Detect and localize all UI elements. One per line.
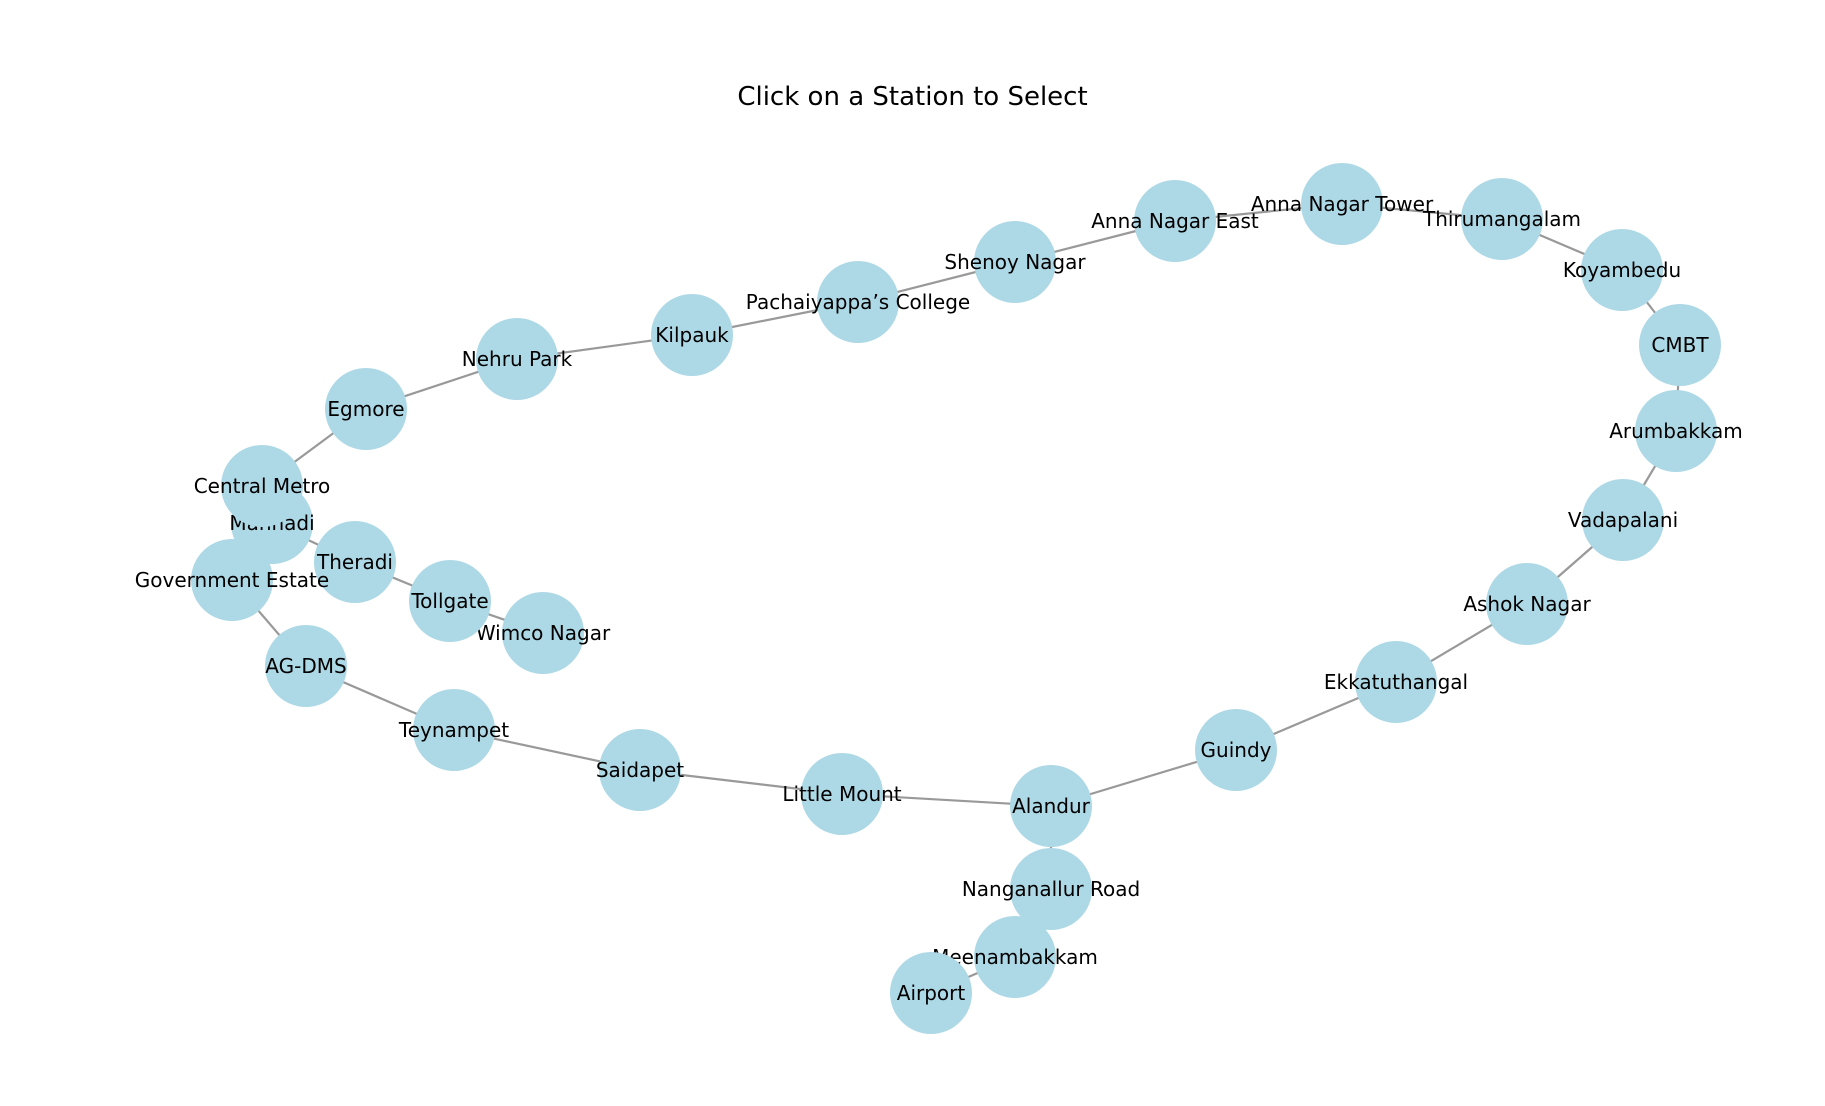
station-node-egmore[interactable]: Egmore — [325, 368, 407, 450]
station-node-meenambakkam[interactable]: Meenambakkam — [932, 916, 1098, 998]
station-node-alandur[interactable]: Alandur — [1010, 765, 1092, 847]
station-label: Ekkatuthangal — [1324, 670, 1468, 694]
station-circle[interactable] — [265, 625, 347, 707]
station-label: Egmore — [327, 397, 404, 421]
station-circle[interactable] — [1635, 390, 1717, 472]
station-circle[interactable] — [1639, 304, 1721, 386]
station-node-teynampet[interactable]: Teynampet — [398, 689, 509, 771]
station-label: Saidapet — [596, 758, 684, 782]
station-node-nehru-park[interactable]: Nehru Park — [462, 318, 573, 400]
station-circle[interactable] — [974, 221, 1056, 303]
station-circle[interactable] — [476, 318, 558, 400]
station-circle[interactable] — [817, 261, 899, 343]
station-node-anna-nagar-east[interactable]: Anna Nagar East — [1091, 180, 1259, 262]
station-circle[interactable] — [1010, 848, 1092, 930]
station-node-vadapalani[interactable]: Vadapalani — [1568, 479, 1678, 561]
station-label: Nehru Park — [462, 347, 573, 371]
station-circle[interactable] — [191, 539, 273, 621]
station-circle[interactable] — [599, 729, 681, 811]
station-node-little-mount[interactable]: Little Mount — [782, 753, 902, 835]
station-node-guindy[interactable]: Guindy — [1195, 709, 1277, 791]
station-circle[interactable] — [1582, 479, 1664, 561]
station-label: Airport — [897, 981, 966, 1005]
station-circle[interactable] — [1195, 709, 1277, 791]
station-node-cmbt[interactable]: CMBT — [1639, 304, 1721, 386]
station-circle[interactable] — [1301, 163, 1383, 245]
station-label: Vadapalani — [1568, 508, 1678, 532]
station-node-tollgate[interactable]: Tollgate — [409, 560, 491, 642]
station-label: Nanganallur Road — [962, 877, 1140, 901]
station-circle[interactable] — [1355, 641, 1437, 723]
station-label: Shenoy Nagar — [944, 250, 1086, 274]
station-node-ashok-nagar[interactable]: Ashok Nagar — [1463, 563, 1591, 645]
station-label: Little Mount — [782, 782, 901, 806]
station-label: Wimco Nagar — [476, 621, 611, 645]
station-label: Tollgate — [410, 589, 488, 613]
station-label: Anna Nagar East — [1091, 209, 1259, 233]
station-node-koyambedu[interactable]: Koyambedu — [1563, 229, 1681, 311]
station-label: AG-DMS — [265, 654, 346, 678]
station-circle[interactable] — [1461, 178, 1543, 260]
station-circle[interactable] — [502, 592, 584, 674]
station-circle[interactable] — [413, 689, 495, 771]
station-label: Pachaiyappa’s College — [746, 290, 970, 314]
station-circle[interactable] — [890, 952, 972, 1034]
station-circle[interactable] — [1134, 180, 1216, 262]
station-node-ag-dms[interactable]: AG-DMS — [265, 625, 347, 707]
station-circle[interactable] — [325, 368, 407, 450]
station-circle[interactable] — [409, 560, 491, 642]
figure-title: Click on a Station to Select — [737, 82, 1088, 112]
station-circle[interactable] — [1010, 765, 1092, 847]
station-node-anna-nagar-tower[interactable]: Anna Nagar Tower — [1251, 163, 1434, 245]
station-node-government-estate[interactable]: Government Estate — [135, 539, 329, 621]
station-node-pachaiyappa-s-college[interactable]: Pachaiyappa’s College — [746, 261, 970, 343]
station-node-central-metro[interactable]: Central Metro — [194, 445, 331, 527]
nodes-layer: Wimco NagarTollgateTheradiMannadiGovernm… — [135, 163, 1743, 1034]
station-circle[interactable] — [801, 753, 883, 835]
station-node-ekkatuthangal[interactable]: Ekkatuthangal — [1324, 641, 1468, 723]
station-node-thirumangalam[interactable]: Thirumangalam — [1422, 178, 1581, 260]
station-circle[interactable] — [651, 294, 733, 376]
station-node-airport[interactable]: Airport — [890, 952, 972, 1034]
station-circle[interactable] — [221, 445, 303, 527]
station-label: Teynampet — [398, 718, 509, 742]
station-circle[interactable] — [314, 521, 396, 603]
station-circle[interactable] — [1486, 563, 1568, 645]
station-circle[interactable] — [1581, 229, 1663, 311]
station-label: Guindy — [1201, 738, 1272, 762]
station-node-saidapet[interactable]: Saidapet — [596, 729, 684, 811]
station-circle[interactable] — [974, 916, 1056, 998]
station-node-kilpauk[interactable]: Kilpauk — [651, 294, 733, 376]
station-node-wimco-nagar[interactable]: Wimco Nagar — [476, 592, 611, 674]
station-label: Anna Nagar Tower — [1251, 192, 1434, 216]
station-label: Arumbakkam — [1609, 419, 1743, 443]
station-node-nanganallur-road[interactable]: Nanganallur Road — [962, 848, 1140, 930]
station-node-arumbakkam[interactable]: Arumbakkam — [1609, 390, 1743, 472]
station-label: CMBT — [1651, 333, 1709, 357]
station-node-theradi[interactable]: Theradi — [314, 521, 396, 603]
station-label: Ashok Nagar — [1463, 592, 1591, 616]
station-label: Kilpauk — [655, 323, 729, 347]
station-label: Government Estate — [135, 568, 329, 592]
station-label: Koyambedu — [1563, 258, 1681, 282]
station-node-shenoy-nagar[interactable]: Shenoy Nagar — [944, 221, 1086, 303]
station-label: Thirumangalam — [1422, 207, 1581, 231]
station-label: Alandur — [1012, 794, 1091, 818]
station-label: Central Metro — [194, 474, 331, 498]
station-label: Theradi — [316, 550, 393, 574]
